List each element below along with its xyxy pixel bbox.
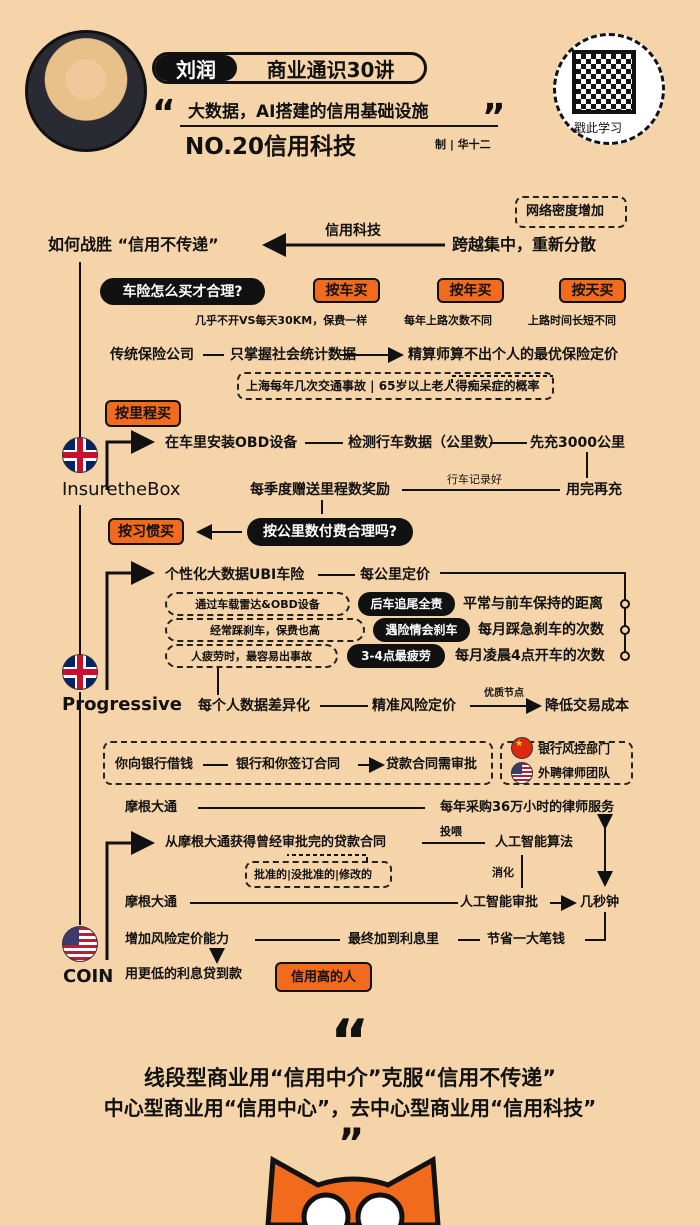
conclusion-line-2: 中心型商业用“信用中心”，去中心型商业用“信用科技” (103, 1096, 597, 1120)
option-desc: 每年上路次数不同 (404, 314, 492, 327)
flow-step: 增加风险定价能力 (125, 932, 230, 947)
credit: 制 | 华十二 (435, 138, 491, 151)
flow-step: 精算师算不出个人的最优保险定价 (408, 347, 618, 363)
flow-step: 每个人数据差异化 (198, 698, 310, 714)
flow-step: 贷款合同需审批 (386, 757, 478, 772)
mileage-question: 按公里数付费合理吗? (247, 518, 413, 546)
flow-step: 银行和你签订合同 (236, 757, 341, 772)
network-density-note (515, 196, 627, 228)
option-by-day: 按天买 (559, 278, 626, 303)
tag-by-habit: 按习惯买 (108, 518, 184, 545)
series-name: 商业通识30讲 (266, 57, 395, 82)
jpmorgan-label: 摩根大通 (125, 800, 178, 815)
author-avatar (25, 30, 147, 152)
option-desc: 几乎不开VS每天30KM，保费一样 (195, 314, 368, 327)
jpmorgan-label: 摩根大通 (125, 895, 178, 910)
uk-flag-icon (62, 437, 98, 473)
contract-types: 批准的|没批准的|修改的 (254, 868, 373, 881)
subtitle: 大数据，AI搭建的信用基础设施 (188, 102, 429, 122)
conclusion-close-quote: ” (338, 1121, 365, 1167)
row-tag: 后车追尾全责 (358, 592, 455, 616)
car-insurance-question: 车险怎么买才合理? (100, 278, 265, 305)
flow-step: 最终加到利息里 (348, 932, 440, 947)
flow-step: 节省一大笔钱 (487, 932, 566, 947)
edge-label: 消化 (492, 866, 514, 879)
flow-step: 降低交易成本 (545, 698, 629, 714)
divider (180, 125, 498, 127)
flow-step: 在车里安装OBD设备 (165, 435, 298, 451)
reviewer: 外聘律师团队 (538, 766, 611, 780)
flow-step: 几秒钟 (580, 895, 620, 910)
statistics-note: 上海每年几次交通事故 | 65岁以上老人得痴呆症的概率 (246, 379, 540, 393)
flow-step: 你向银行借钱 (115, 757, 194, 772)
qr-label: 戳此学习 (574, 121, 623, 135)
main-answer: 跨越集中，重新分散 (452, 235, 597, 254)
flow-step: 精准风险定价 (372, 698, 456, 714)
uk-flag-icon (62, 654, 98, 690)
flow-step: 传统保险公司 (110, 347, 194, 363)
tag-by-mileage: 按里程买 (105, 400, 181, 427)
row-metric: 每月踩急刹车的次数 (478, 622, 604, 638)
arrow-label-credit-tech: 信用科技 (325, 223, 381, 239)
flow-step: 个性化大数据UBI车险 (165, 567, 305, 583)
statistics-note-box (237, 372, 554, 400)
network-density-text: 网络密度增加 (526, 204, 605, 219)
episode-title: NO.20信用科技 (185, 134, 357, 160)
option-by-car: 按车买 (313, 278, 380, 303)
edge-label: 优质节点 (484, 688, 524, 699)
open-quote: “ (152, 93, 176, 134)
close-quote: ” (482, 97, 506, 138)
series-pill: 刘润 商业通识30讲 (152, 52, 427, 84)
flow-step: 只掌握社会统计数据 (230, 347, 356, 363)
row-note: 人疲劳时，最容易出事故 (165, 644, 338, 668)
option-by-year: 按年买 (437, 278, 504, 303)
china-flag-icon: ★ (511, 737, 533, 759)
edge-label: 行车记录好 (447, 473, 502, 486)
row-metric: 每月凌晨4点开车的次数 (455, 648, 605, 664)
company-progressive: Progressive (62, 694, 182, 715)
flow-step: 每公里定价 (360, 567, 430, 583)
row-tag: 遇险情会刹车 (373, 618, 470, 642)
flow-step: 先充3000公里 (530, 435, 625, 451)
edge-label: 投喂 (440, 825, 462, 838)
reviewer: 银行风控部门 (538, 742, 611, 756)
conclusion-line-1: 线段型商业用“信用中介”克服“信用不传递” (143, 1066, 557, 1090)
qr-code-icon[interactable] (572, 50, 636, 114)
high-credit-tag: 信用高的人 (275, 962, 372, 992)
flow-step: 每季度赠送里程数奖励 (250, 482, 390, 498)
flow-step: 检测行车数据（公里数） (348, 435, 502, 451)
company-coin: COIN (63, 966, 114, 987)
row-tag: 3-4点最疲劳 (347, 644, 445, 668)
us-flag-icon (511, 762, 533, 784)
row-metric: 平常与前车保持的距离 (463, 596, 603, 612)
flow-step: 人工智能审批 (460, 895, 539, 910)
flow-step: 人工智能算法 (495, 835, 574, 850)
main-question: 如何战胜 “信用不传递” (48, 235, 219, 254)
row-note: 通过车载雷达&OBD设备 (165, 592, 350, 616)
reviewers-box (500, 741, 633, 785)
option-desc: 上路时间长短不同 (528, 314, 616, 327)
conclusion-open-quote: “ (330, 1007, 370, 1077)
bank-flow-box (103, 741, 493, 785)
lawyer-service: 每年采购36万小时的律师服务 (440, 800, 615, 815)
contract-types-box (245, 861, 392, 888)
row-note: 经常踩刹车，保费也高 (165, 618, 365, 642)
owl-mascot-icon (265, 1155, 441, 1225)
company-insurethebox: InsuretheBox (62, 479, 181, 500)
flow-step: 从摩根大通获得曾经审批完的贷款合同 (165, 835, 387, 850)
author-name: 刘润 (155, 55, 237, 81)
flow-step: 用完再充 (566, 482, 622, 498)
us-flag-icon (62, 926, 98, 962)
flow-step: 用更低的利息贷到款 (125, 967, 243, 982)
